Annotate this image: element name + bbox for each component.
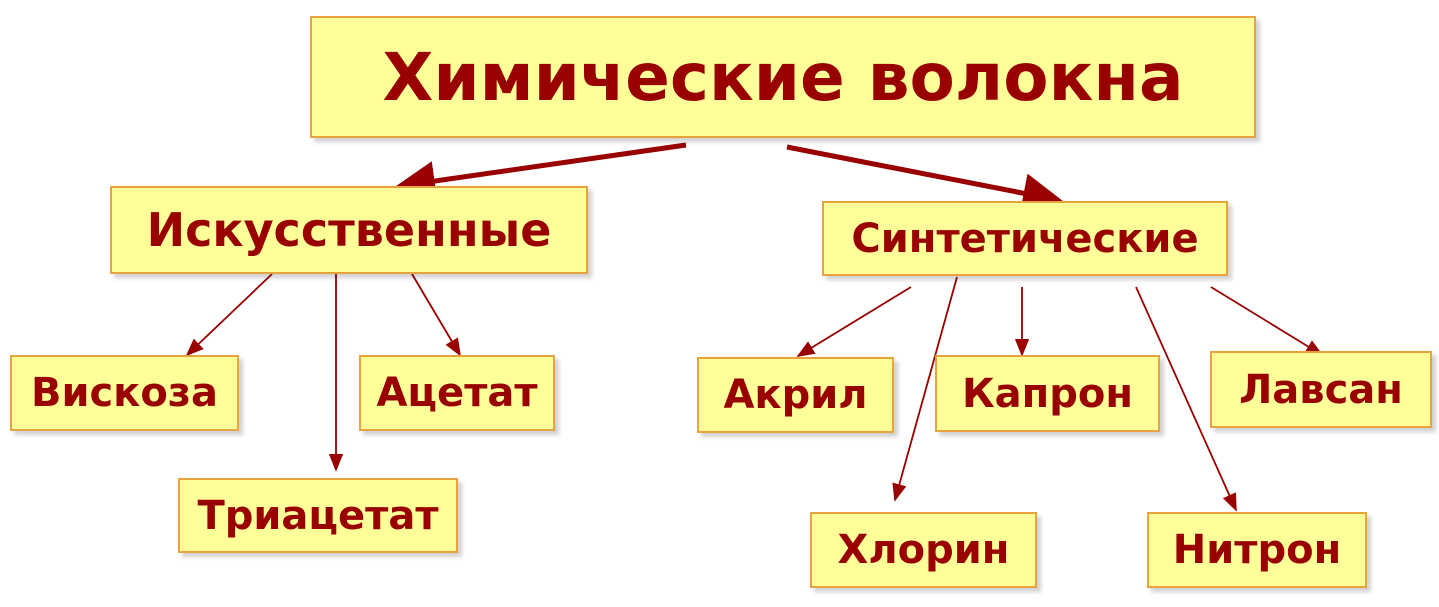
leaf-label-acetat: Ацетат bbox=[376, 370, 538, 416]
category-node-synthetic: Синтетические bbox=[822, 201, 1228, 276]
arrow-root-to-artificial bbox=[395, 142, 687, 201]
leaf-label-akril: Акрил bbox=[723, 372, 868, 418]
leaf-label-kapron: Капрон bbox=[961, 370, 1134, 417]
arrow-synthetic-to-akril bbox=[796, 286, 912, 357]
root-label: Химические волокна bbox=[382, 38, 1184, 116]
leaf-node-lavsan: Лавсан bbox=[1210, 351, 1432, 428]
leaf-node-nitron: Нитрон bbox=[1147, 512, 1367, 588]
leaf-node-triacetat: Триацетат bbox=[178, 478, 458, 553]
leaf-label-nitron: Нитрон bbox=[1172, 527, 1342, 573]
leaf-node-khlorin: Хлорин bbox=[810, 512, 1037, 588]
arrow-root-to-synthetic bbox=[786, 144, 1063, 213]
leaf-node-acetat: Ацетат bbox=[359, 355, 555, 431]
arrow-artificial-to-acetat bbox=[411, 273, 461, 357]
arrow-synthetic-to-nitron bbox=[1135, 286, 1237, 512]
leaf-node-akril: Акрил bbox=[697, 357, 894, 433]
leaf-label-lavsan: Лавсан bbox=[1239, 366, 1403, 413]
arrow-artificial-to-viskoza bbox=[185, 273, 273, 357]
leaf-node-viskoza: Вискоза bbox=[10, 355, 239, 431]
leaf-label-triacetat: Триацетат bbox=[197, 492, 439, 539]
category-label-artificial: Искусственные bbox=[146, 203, 552, 257]
arrow-synthetic-to-khlorin bbox=[892, 276, 958, 502]
category-node-artificial: Искусственные bbox=[110, 186, 588, 274]
arrow-synthetic-to-lavsan bbox=[1210, 286, 1324, 356]
leaf-label-khlorin: Хлорин bbox=[837, 527, 1010, 573]
leaf-label-viskoza: Вискоза bbox=[30, 370, 219, 416]
category-label-synthetic: Синтетические bbox=[851, 215, 1199, 262]
leaf-node-kapron: Капрон bbox=[935, 355, 1160, 432]
root-node-chemical-fibers: Химические волокна bbox=[310, 16, 1256, 138]
